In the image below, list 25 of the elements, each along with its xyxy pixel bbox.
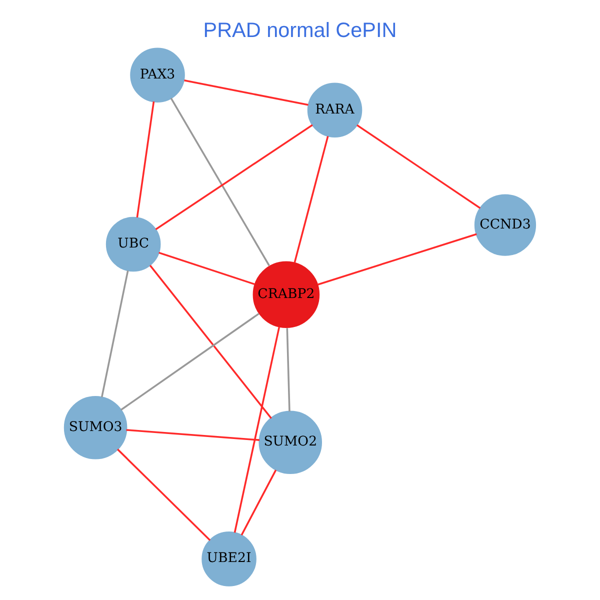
node-circle: RARA xyxy=(307,82,362,138)
connector xyxy=(317,233,477,286)
connector xyxy=(240,470,277,536)
connector xyxy=(356,124,481,209)
connector xyxy=(149,264,272,419)
connector xyxy=(155,124,313,230)
connector xyxy=(294,136,329,263)
connector xyxy=(286,328,290,412)
diagram-title: PRAD normal CePIN xyxy=(203,18,397,42)
connector xyxy=(136,101,155,218)
connector xyxy=(120,312,260,411)
connector xyxy=(170,98,270,266)
node-circle: CRABP2 xyxy=(252,261,320,328)
node-circle: UBE2I xyxy=(202,532,256,586)
node-circle: CCND3 xyxy=(474,194,536,256)
connector xyxy=(116,448,211,541)
node-circle: SUMO3 xyxy=(64,396,128,460)
node-circle: PAX3 xyxy=(130,48,185,103)
node-circle: UBC xyxy=(106,216,161,272)
connector xyxy=(126,429,260,441)
connector xyxy=(234,326,280,533)
connector xyxy=(100,270,129,398)
node-circle: SUMO2 xyxy=(258,410,322,474)
connector xyxy=(158,252,255,286)
connector xyxy=(184,80,308,106)
